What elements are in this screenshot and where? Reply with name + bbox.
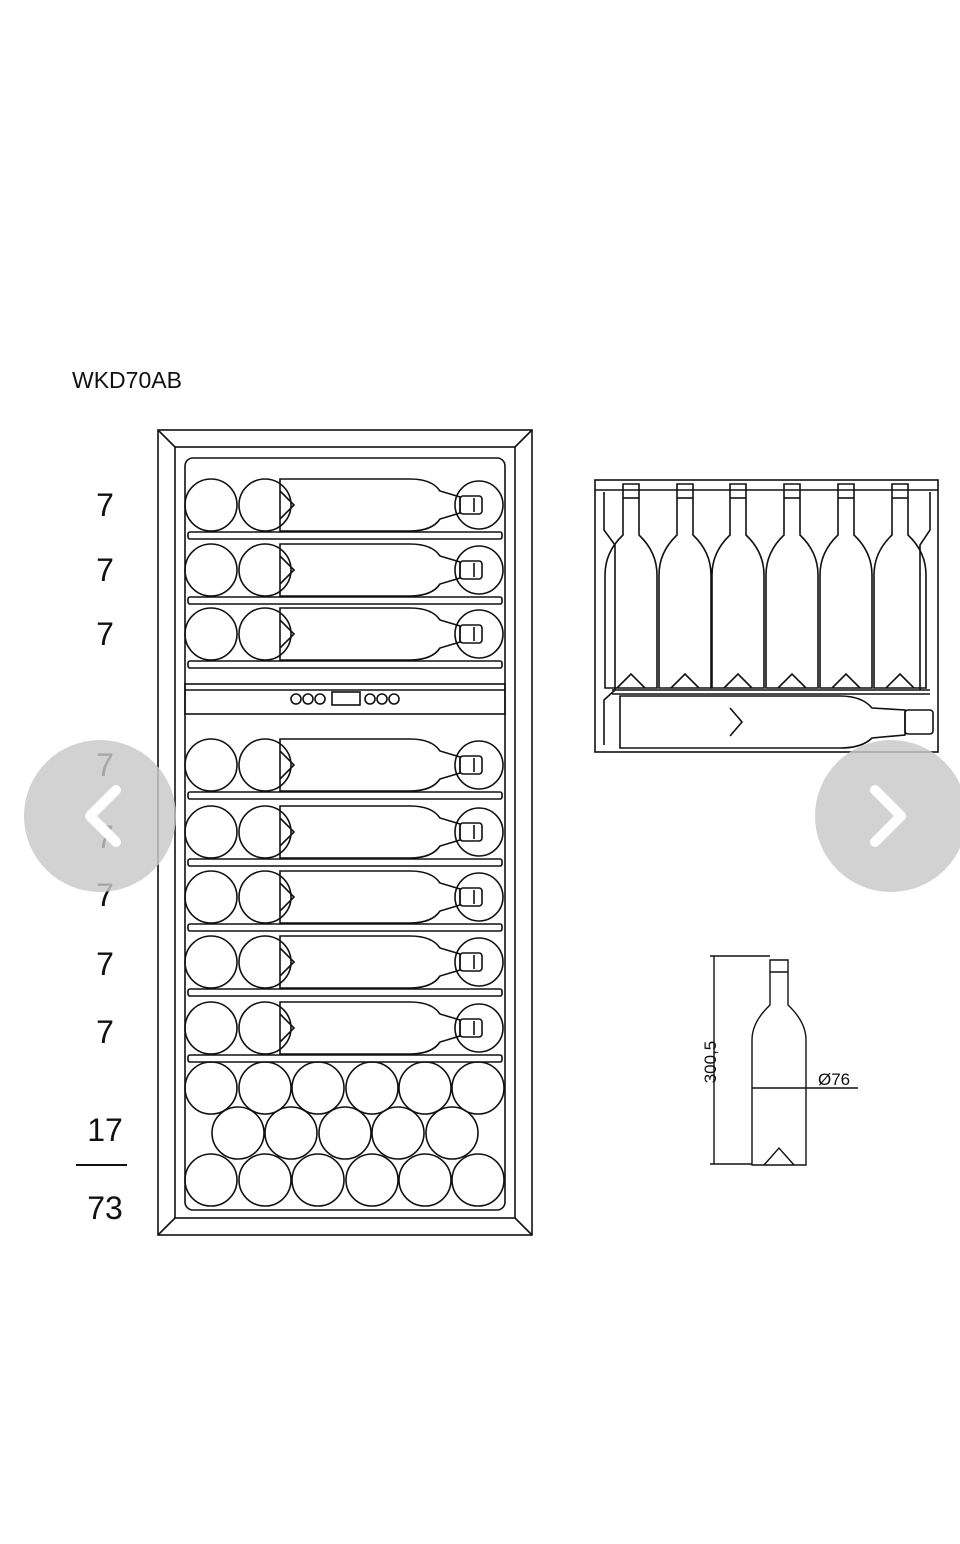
chevron-left-icon [85, 785, 121, 847]
shelf-count: 7 [96, 487, 114, 523]
total-divider [76, 1164, 127, 1166]
model-title: WKD70AB [72, 367, 182, 393]
wine-cabinet-front-view [157, 429, 533, 1236]
bottle-diameter-label: Ø76 [818, 1070, 850, 1089]
shelf-count: 7 [96, 1014, 114, 1050]
chevron-right-icon [870, 785, 906, 847]
bottle-height-label: 300,5 [701, 1041, 720, 1084]
bottom-count: 17 [87, 1112, 123, 1148]
shelf-count: 7 [96, 946, 114, 982]
shelf-count: 7 [96, 616, 114, 652]
total-count: 73 [87, 1190, 123, 1226]
next-button[interactable] [815, 740, 960, 892]
bottle-dimension-drawing [710, 955, 858, 1166]
shelf-count: 7 [96, 552, 114, 588]
wine-cabinet-side-view [594, 479, 939, 753]
prev-button[interactable] [24, 740, 176, 892]
